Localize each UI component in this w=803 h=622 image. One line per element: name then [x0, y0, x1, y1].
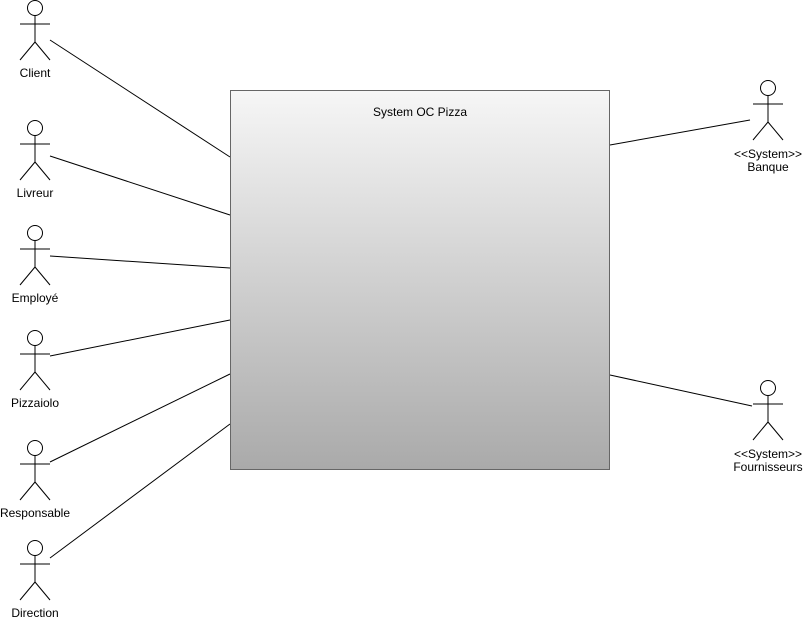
actor-figures: [19, 0, 784, 601]
actor-livreur-label: Livreur: [16, 186, 54, 200]
actor-fournisseurs-figure[interactable]: [752, 380, 784, 441]
system-title: System OC Pizza: [372, 105, 468, 119]
association-pizzaiolo: [49, 319, 231, 357]
actor-employe-label: Employé: [11, 291, 59, 305]
associations: [49, 39, 753, 559]
association-direction: [49, 423, 231, 559]
actor-direction-figure[interactable]: [19, 540, 51, 601]
actor-client-label: Client: [19, 66, 51, 80]
association-banque: [609, 119, 751, 146]
actor-direction-label: Direction: [11, 606, 59, 620]
actor-responsable-figure[interactable]: [19, 440, 51, 501]
actor-banque-figure[interactable]: [752, 80, 784, 141]
actor-livreur-figure[interactable]: [19, 120, 51, 181]
actor-fournisseurs-label: Fournisseurs: [733, 460, 803, 474]
actor-responsable-label: Responsable: [0, 506, 71, 520]
actor-pizzaiolo-label: Pizzaiolo: [10, 396, 60, 410]
actor-client-figure[interactable]: [19, 0, 51, 61]
association-fournisseurs: [609, 374, 753, 407]
association-client: [49, 39, 231, 158]
system-boundary[interactable]: System OC Pizza: [230, 90, 610, 470]
actor-banque-label: Banque: [747, 160, 789, 174]
actor-employe-figure[interactable]: [19, 225, 51, 286]
association-employe: [49, 255, 231, 269]
actor-pizzaiolo-figure[interactable]: [19, 330, 51, 391]
association-responsable: [49, 373, 231, 463]
actor-banque-stereotype: <<System>>: [733, 147, 803, 161]
association-livreur: [49, 155, 231, 216]
actor-fournisseurs-stereotype: <<System>>: [733, 447, 803, 461]
